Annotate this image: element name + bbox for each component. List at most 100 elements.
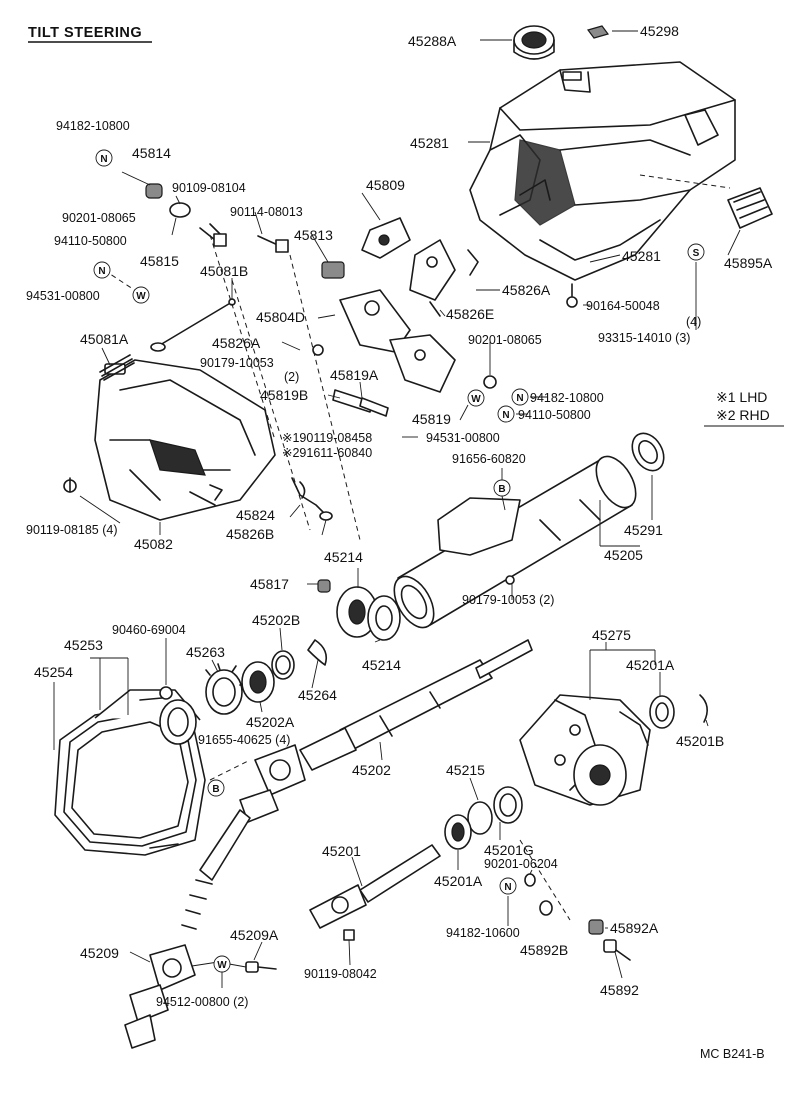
diagram-code: MC B241-B [700, 1047, 765, 1061]
label-94182-b: 94182-10800 [530, 391, 604, 405]
lower-column-45275-drawing [519, 694, 651, 806]
label-45298: 45298 [640, 23, 679, 39]
svg-text:S: S [693, 248, 700, 259]
marker-b-2: B [207, 779, 225, 797]
label-45215: 45215 [446, 762, 485, 778]
marker-w-2: W [467, 389, 485, 407]
label-45826E: 45826E [446, 306, 494, 322]
label-45209: 45209 [80, 945, 119, 961]
label-45824: 45824 [236, 507, 275, 523]
column-tube-45205-drawing [393, 455, 637, 629]
marker-s-1: S [687, 243, 705, 261]
marker-n-4: N [497, 405, 515, 423]
dashed-assembly-lines [103, 174, 731, 921]
part-labels: 45288A 45298 45281 45281 45895A 90164-50… [26, 23, 773, 1009]
clip-45201B-drawing [699, 694, 708, 723]
label-45264: 45264 [298, 687, 337, 703]
ring-45202B-drawing [271, 650, 295, 680]
legend-rhd: ※2 RHD [716, 407, 770, 423]
label-45201G: 45201G [484, 842, 534, 858]
spring-45824-drawing [291, 477, 333, 521]
label-90164: 90164-50048 [586, 299, 660, 313]
label-45281-top: 45281 [410, 135, 449, 151]
marker-w-1: W [132, 286, 150, 304]
clip-45298-drawing [586, 25, 610, 39]
diagram-title: TILT STEERING [28, 25, 142, 41]
svg-text:N: N [516, 393, 523, 404]
label-91611-rhd: ※291611-60840 [282, 446, 372, 460]
label-90179-a-qty: (2) [284, 370, 299, 384]
bushing-45291-drawing [631, 432, 665, 472]
marker-n-2: N [93, 261, 111, 279]
svg-text:W: W [471, 394, 481, 405]
label-94182-a: 94182-10800 [56, 119, 130, 133]
bolt-45892-drawing [603, 939, 631, 961]
label-45081B: 45081B [200, 263, 248, 279]
label-90201-b: 90201-08065 [468, 333, 542, 347]
label-45201A-top: 45201A [626, 657, 675, 673]
leader-lines [53, 30, 741, 988]
screw-90164-drawing [566, 283, 578, 308]
bolt-45209A-drawing [245, 961, 277, 973]
label-45214-top: 45214 [324, 549, 363, 565]
svg-text:N: N [98, 266, 105, 277]
label-94512: 94512-00800 (2) [156, 995, 248, 1009]
marker-b-1: B [493, 479, 511, 497]
svg-text:N: N [504, 882, 511, 893]
label-45892B: 45892B [520, 942, 568, 958]
label-45081A: 45081A [80, 331, 129, 347]
main-shaft-45202-drawing [299, 639, 533, 771]
label-45263: 45263 [186, 644, 225, 660]
label-93315: 93315-14010 (3) [598, 331, 690, 345]
label-90119-b: 90119-08185 (4) [26, 523, 118, 537]
tilt-lever-drawing [312, 217, 497, 417]
screw-90179b-drawing [505, 575, 515, 585]
label-plate-45895A-drawing [727, 187, 773, 229]
label-45209A: 45209A [230, 927, 279, 943]
label-45819: 45819 [412, 411, 451, 427]
label-94531-b: 94531-00800 [426, 431, 500, 445]
legend: ※1 LHD ※2 RHD [704, 389, 784, 427]
label-90201-c: 90201-06204 [484, 857, 558, 871]
label-94531-a: 94531-00800 [26, 289, 100, 303]
label-45254: 45254 [34, 664, 73, 680]
label-45814: 45814 [132, 145, 171, 161]
label-45275: 45275 [592, 627, 631, 643]
label-94110-a: 94110-50800 [54, 234, 127, 248]
label-90119-c: 90119-08042 [304, 967, 377, 981]
label-90119-lhd: ※190119-08458 [282, 431, 372, 445]
label-45815: 45815 [140, 253, 179, 269]
label-45817: 45817 [250, 576, 289, 592]
label-45205: 45205 [604, 547, 643, 563]
bolt-set-left-drawing [145, 183, 289, 352]
label-90460: 90460-69004 [112, 623, 186, 637]
label-45253: 45253 [64, 637, 103, 653]
label-91656: 91656-60820 [452, 452, 526, 466]
label-90114: 90114-08013 [230, 205, 303, 219]
marker-n-5: N [499, 877, 517, 895]
label-45288A: 45288A [408, 33, 457, 49]
svg-text:B: B [212, 784, 219, 795]
bushing-45214-drawing [317, 579, 401, 641]
marker-n-3: N [511, 388, 529, 406]
label-94182-c: 94182-10600 [446, 926, 520, 940]
marker-w-3: W [213, 955, 231, 973]
label-45804D: 45804D [256, 309, 305, 325]
joint-45209-drawing [124, 944, 196, 1049]
svg-text:N: N [100, 154, 107, 165]
label-94110-b: 94110-50800 [518, 408, 591, 422]
label-91655: 91655-40625 (4) [198, 733, 290, 747]
legend-lhd: ※1 LHD [716, 389, 767, 405]
label-45809: 45809 [366, 177, 405, 193]
label-45892: 45892 [600, 982, 639, 998]
label-45281-bottom: 45281 [622, 248, 661, 264]
seal-45263-drawing [205, 663, 247, 715]
nut-45892A-drawing [588, 919, 604, 935]
washer-90201c-drawing [524, 873, 553, 916]
label-45201A-bottom: 45201A [434, 873, 483, 889]
label-45895A: 45895A [724, 255, 773, 271]
label-45082: 45082 [134, 536, 173, 552]
ring-45288A-drawing [513, 25, 555, 60]
bearing-45201A-top-drawing [649, 695, 675, 729]
